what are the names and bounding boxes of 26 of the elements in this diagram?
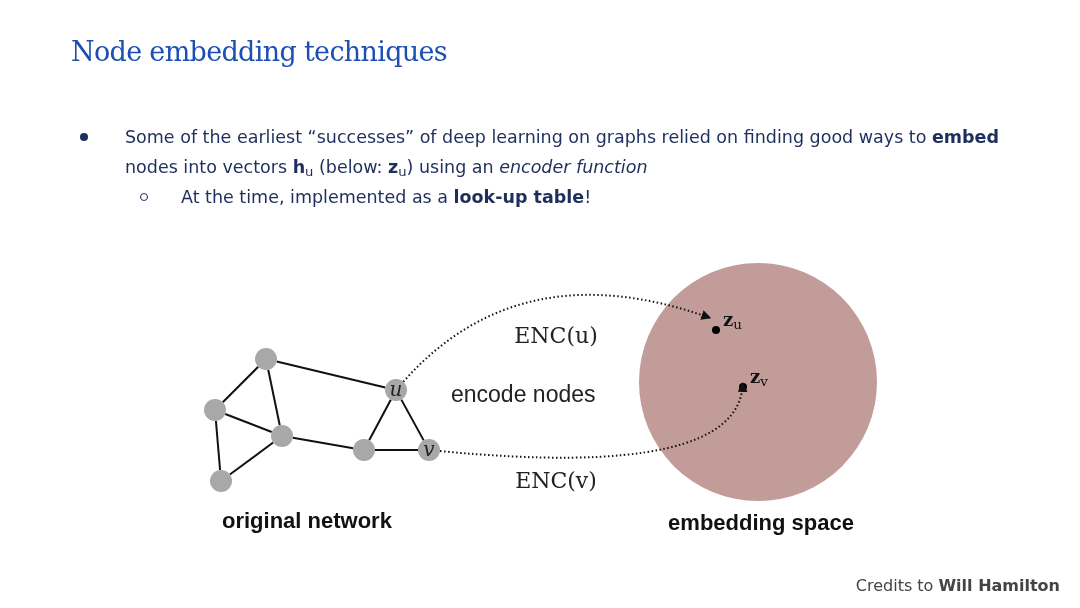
slide-title: Node embedding techniques [71, 35, 448, 69]
graph-edge [267, 368, 281, 427]
vector-label: z$_{v}$ [750, 368, 768, 386]
graph-node: u [385, 379, 407, 401]
credits-text: Credits to Will Hamilton [855, 575, 1060, 597]
bullet-text: At the time, implemented as a look-up table! [181, 186, 592, 209]
graph-node: v [418, 439, 440, 461]
vector-label: z$_{u}$ [723, 311, 742, 329]
dotted-arrow [402, 293, 712, 383]
graph-edge [291, 436, 355, 450]
space-caption: embedding space [667, 509, 855, 537]
graph-node [255, 348, 277, 370]
graph-node [353, 439, 375, 461]
graph-edge [224, 413, 273, 433]
graph-edge [228, 441, 275, 476]
graph-edge [214, 419, 222, 472]
graph-node [210, 470, 232, 492]
graph-caption: original network [222, 507, 392, 535]
graph-edge [368, 398, 392, 442]
annotation-text: encode nodes [451, 383, 596, 406]
graph-node [204, 399, 226, 421]
graph-edge [374, 449, 419, 451]
graph-edge [275, 360, 387, 389]
graph-node [271, 425, 293, 447]
graph-edge [400, 398, 425, 442]
graph-edge [221, 365, 260, 404]
